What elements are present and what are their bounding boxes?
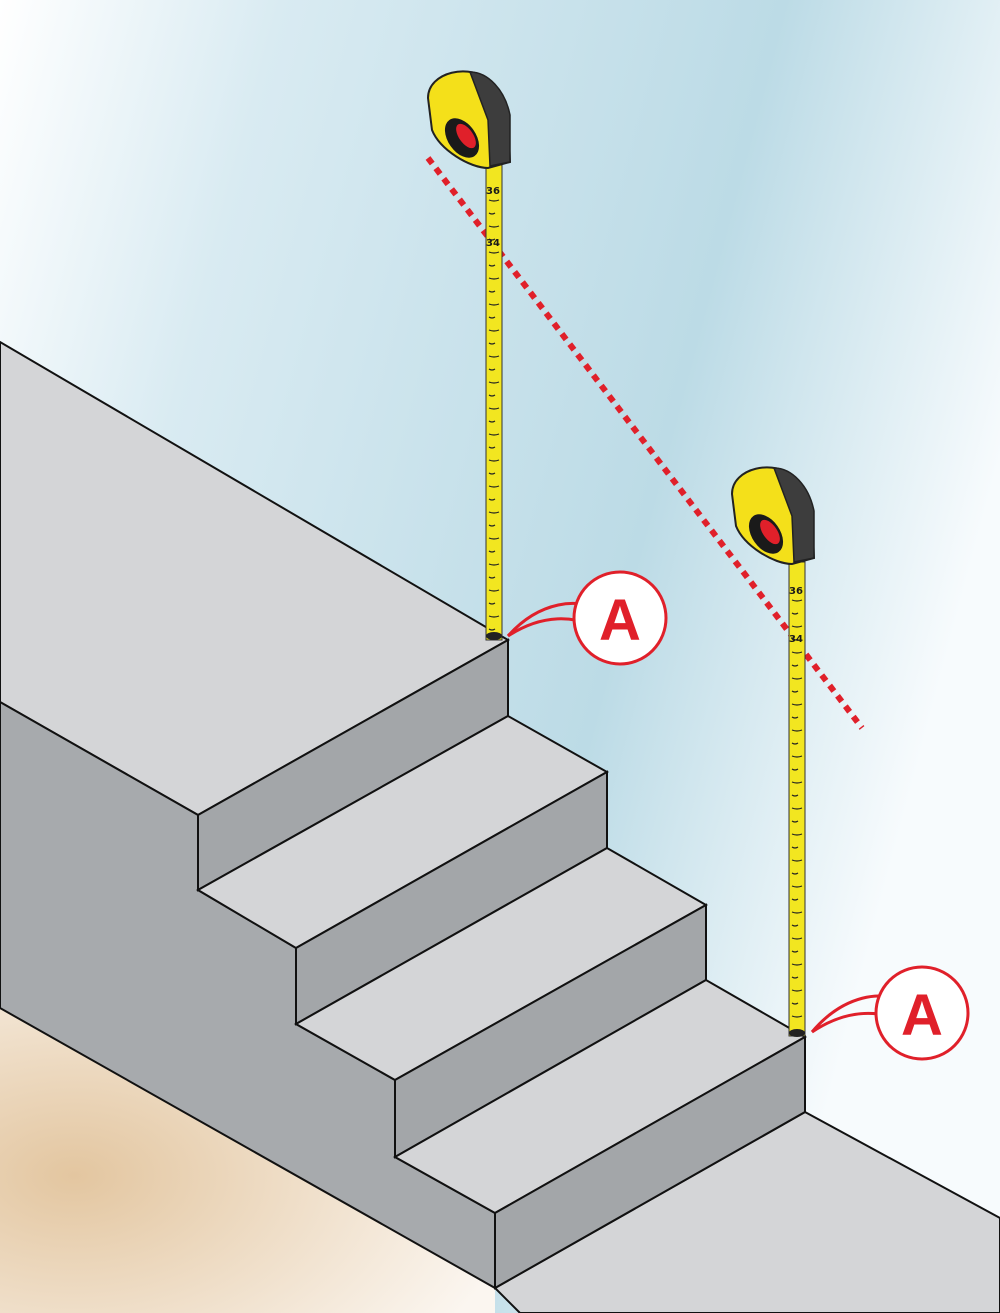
lower-tape-tick [791,924,799,927]
lower-tape-tick [791,976,799,979]
lower-tape-tick [791,885,803,888]
upper-tape-tick [488,212,496,215]
upper-tape-tick [488,407,500,410]
lower-tape-hook [789,1029,805,1037]
lower-tape-tick [791,833,803,836]
lower-callout: A [810,965,970,1061]
upper-tape-tick [488,472,496,475]
upper-tape-tick [488,381,500,384]
upper-tape-tick [488,342,496,345]
lower-tape-tick [791,911,803,914]
lower-tape-tick [791,625,803,628]
upper-tape-tick [488,277,500,280]
upper-callout-label: A [599,588,641,653]
upper-tape-tick [488,563,500,566]
upper-tape-tick [488,355,500,358]
lower-tick-label-34: 34 [789,634,803,645]
lower-tape-tick [791,768,799,771]
lower-tape-tick [791,703,803,706]
lower-tape-tick [791,807,803,810]
lower-tick-label-36: 36 [789,586,803,597]
lower-tape-tick [791,950,799,953]
lower-tape-tick [791,755,803,758]
lower-tape-tick [791,729,803,732]
upper-tape-hook [486,632,502,640]
upper-tape-tick [488,589,500,592]
tape-measure-icon [426,70,512,170]
upper-tape-tick [488,290,496,293]
callout-bubble-icon [874,965,970,1061]
upper-tape-tick [488,238,496,241]
lower-tape-tick [791,794,799,797]
lower-tape-tick [791,651,803,654]
upper-tape-tick [488,550,496,553]
lower-tape-tick [791,859,803,862]
upper-tape-tick [488,628,496,631]
lower-tape-tick [791,846,799,849]
upper-tick-label-34: 34 [486,238,500,249]
upper-tick-label-36: 36 [486,186,500,197]
callout-bubble-icon [572,570,668,666]
upper-tape-blade [485,164,503,641]
upper-tape-tick [488,433,500,436]
tape-measure-icon [730,466,816,566]
floor-area [0,1008,495,1313]
lower-callout-label: A [901,983,943,1048]
lower-tape-tick [791,599,803,602]
upper-tape-ticks [488,199,500,631]
upper-tape-tick [488,368,496,371]
lower-tape-tick [791,781,803,784]
upper-tape-tick [488,615,500,618]
upper-tape-tick [488,524,496,527]
upper-tape-tick [488,303,500,306]
upper-tape-tick [488,459,500,462]
lower-tape-tick [791,1002,799,1005]
upper-tape-tick [488,316,496,319]
upper-tape-tick [488,511,500,514]
upper-tape-tick [488,498,496,501]
upper-tape-tick [488,264,496,267]
upper-tape-tick [488,251,500,254]
step-4-riser [494,1035,806,1290]
upper-tape-measure: 36 34 [426,70,512,641]
upper-tape-tick [488,329,500,332]
lower-tape-tick [791,963,803,966]
lower-tape-tick [791,664,799,667]
upper-tape-tick [488,446,496,449]
lower-tape-ticks [791,599,803,1018]
upper-tape-tick [488,420,496,423]
upper-tape-tick [488,537,500,540]
upper-tape-tick [488,485,500,488]
upper-tape-tick [488,394,496,397]
lower-tape-tick [791,872,799,875]
upper-tape-tick [488,225,500,228]
lower-tape-tick [791,742,799,745]
upper-tape-tick [488,199,500,202]
lower-tape-tick [791,1015,803,1018]
lower-tape-tick [791,820,799,823]
lower-tape-tick [791,612,799,615]
lower-tape-measure: 36 34 [730,466,816,1037]
upper-tape-tick [488,576,496,579]
lower-tape-tick [791,677,803,680]
lower-tape-tick [791,690,799,693]
lower-tape-tick [791,937,803,940]
upper-callout: A [506,570,668,666]
lower-tape-tick [791,638,799,641]
lower-tape-tick [791,716,799,719]
lower-tape-tick [791,898,799,901]
upper-tape-tick [488,602,496,605]
lower-tape-tick [791,989,803,992]
